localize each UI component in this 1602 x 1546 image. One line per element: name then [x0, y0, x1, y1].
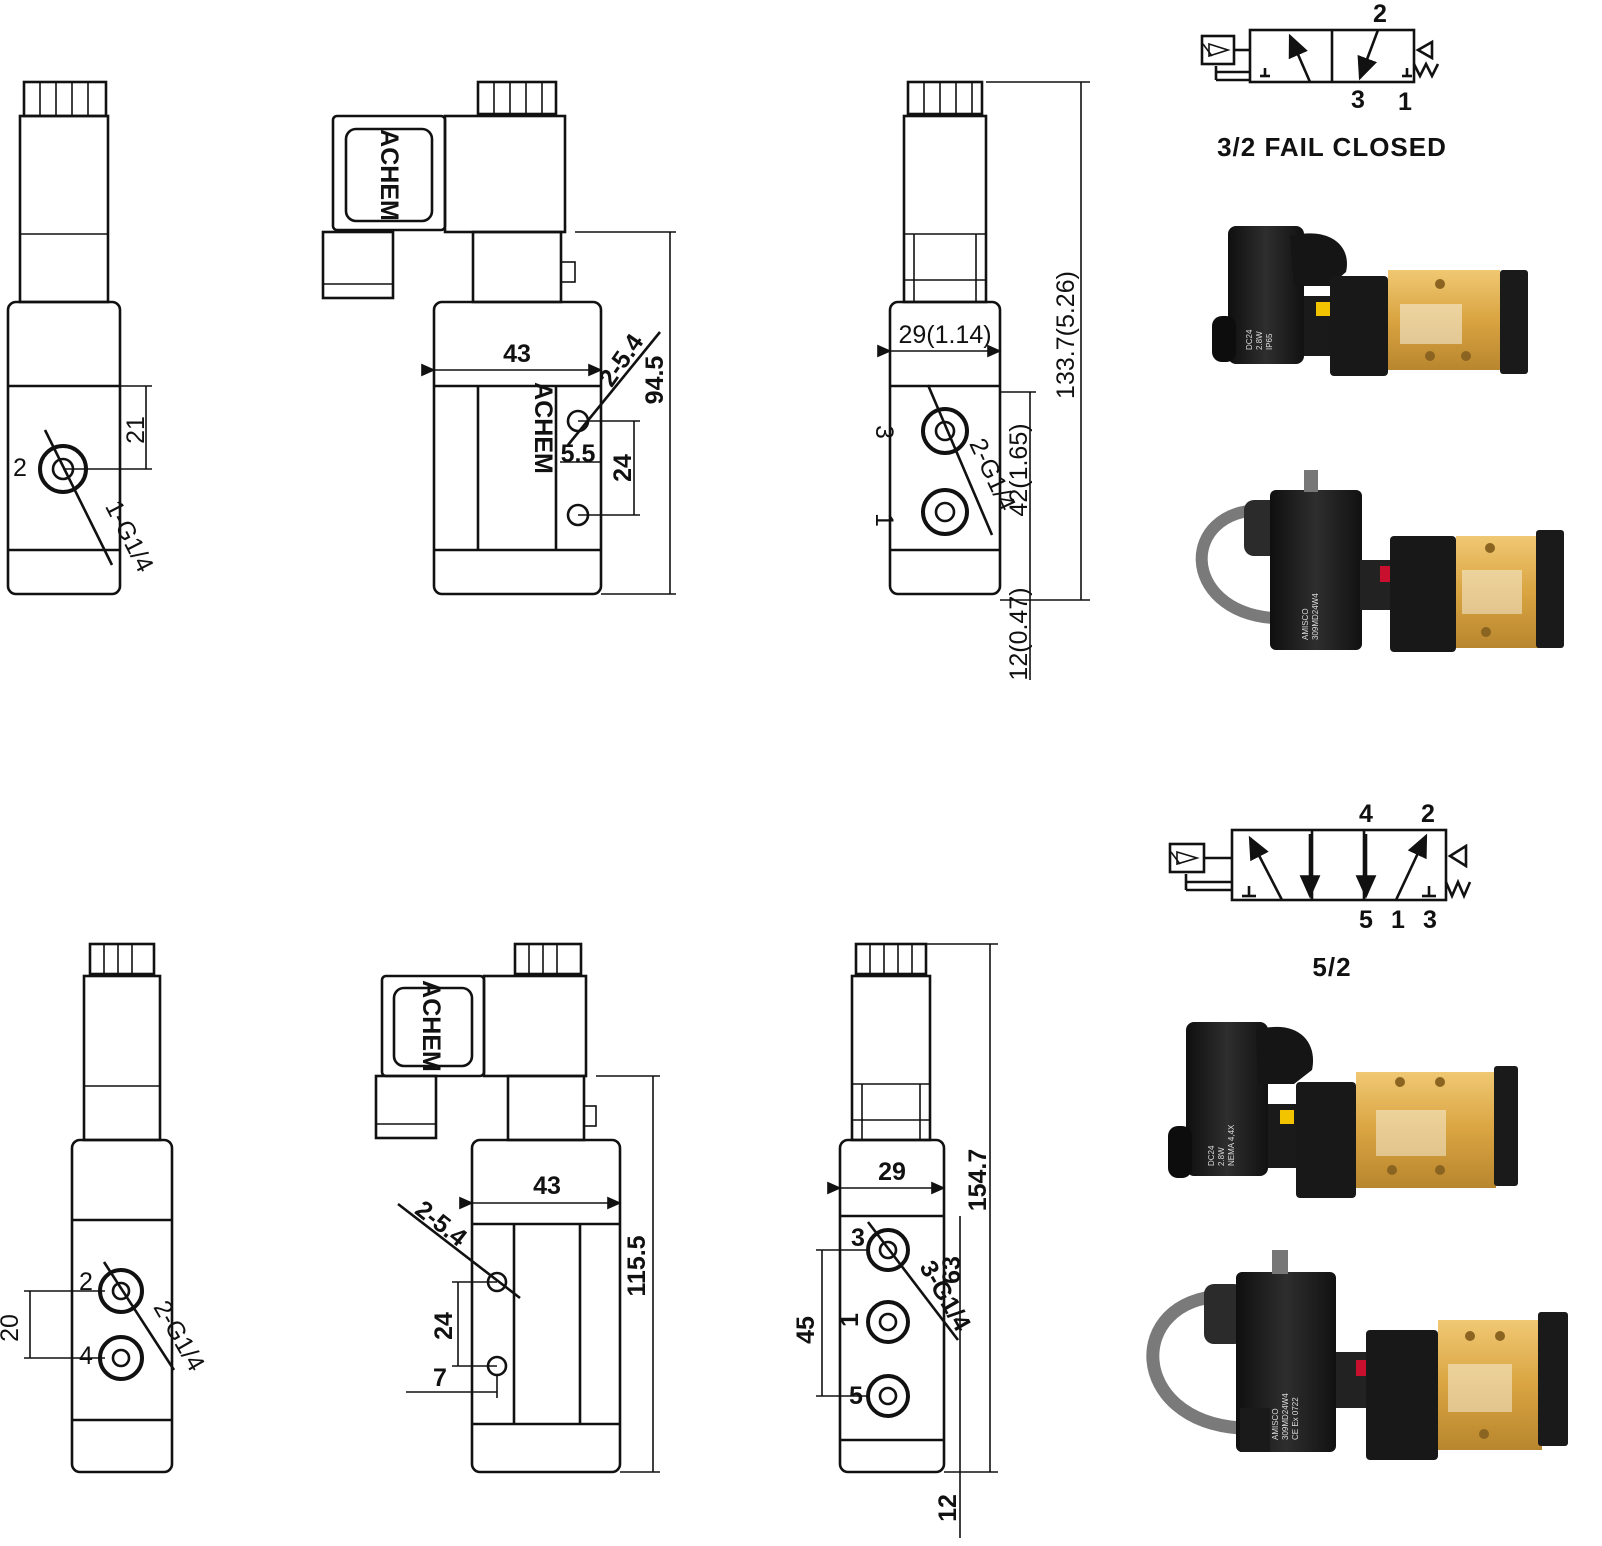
- top-port-label-a: 3: [870, 425, 898, 439]
- bottom-port-span-dim: 45: [792, 1316, 820, 1344]
- photo-a-label-1: DC24: [1245, 329, 1254, 350]
- bottom-port-label-1: 1: [836, 1313, 864, 1327]
- bottom-front-spacing-dim: 24: [430, 1312, 458, 1340]
- bottom-front-height-dim: 115.5: [623, 1235, 651, 1296]
- symbol-3-2-caption: 3/2 FAIL CLOSED: [1217, 132, 1447, 162]
- photo-d-label-3: CE Ex 0722: [1291, 1397, 1300, 1440]
- bottom-front-width-dim: 43: [533, 1172, 561, 1200]
- symbol-5-2-caption: 5/2: [1312, 952, 1351, 982]
- bottom-port-view: 29 3-G1/4 3 1 5 45 63 12 154.7: [792, 942, 998, 1538]
- bottom-port-label-3: 3: [851, 1224, 865, 1252]
- symbol-5-2: 4 2 5 1 3 5/2: [1168, 800, 1472, 982]
- symbol-5-2-port-3: 3: [1423, 906, 1437, 934]
- bottom-side-port-2: 2: [79, 1268, 93, 1296]
- top-side-port-label: 2: [13, 454, 27, 482]
- symbol-5-2-port-5: 5: [1359, 906, 1373, 934]
- symbol-5-2-port-1: 1: [1391, 906, 1405, 934]
- photo-a-label-3: IP65: [1265, 333, 1274, 350]
- photo-valve-5-2: DC24 2.8W NEMA 4,4X: [1168, 1022, 1518, 1198]
- bottom-side-thread-label: 2-G1/4: [148, 1296, 211, 1376]
- photo-valve-3-2-cable: AMISCO 309MD24W4: [1195, 470, 1564, 652]
- symbol-5-2-port-4: 4: [1359, 800, 1373, 828]
- top-front-offset-dim: 5.5: [561, 440, 596, 468]
- photo-c-label-2: 2.8W: [1217, 1147, 1226, 1166]
- top-side-height-dim: 21: [122, 416, 150, 444]
- bottom-front-holes-dim: 2-5.4: [410, 1195, 472, 1252]
- connector-logo: ACHEM: [375, 129, 403, 221]
- bottom-port-width-dim: 29: [878, 1158, 906, 1186]
- top-side-view: 21 2 1-G1/4: [6, 80, 159, 596]
- bottom-port-total-dim: 154.7: [964, 1149, 992, 1212]
- bottom-side-port-4: 4: [79, 1342, 93, 1370]
- top-port-total-dim: 133.7(5.26): [1052, 271, 1080, 399]
- top-front-spacing-dim: 24: [609, 454, 637, 482]
- bottom-front-offset-dim: 7: [433, 1364, 447, 1392]
- photo-d-label-2: 309MD24W4: [1281, 1393, 1290, 1440]
- photo-c-label-3: NEMA 4,4X: [1227, 1124, 1236, 1166]
- photo-valve-5-2-cable: AMISCO 309MD24W4 CE Ex 0722: [1146, 1250, 1568, 1460]
- photo-d-label-1: AMISCO: [1271, 1408, 1280, 1440]
- top-port-width-dim: 29(1.14): [898, 321, 991, 349]
- photo-b-label-2: 309MD24W4: [1311, 593, 1320, 640]
- top-port-bottom-dim: 12(0.47): [1005, 587, 1033, 680]
- bottom-connector-logo: ACHEM: [417, 980, 445, 1072]
- symbol-3-2-port-2: 2: [1373, 0, 1387, 28]
- top-side-thread-label: 1-G1/4: [99, 496, 159, 577]
- body-logo: ACHEM: [529, 382, 557, 474]
- symbol-3-2-port-3: 3: [1351, 86, 1365, 114]
- top-front-height-dim: 94.5: [641, 356, 669, 405]
- top-port-label-b: 1: [870, 513, 898, 527]
- symbol-3-2-port-1: 1: [1398, 88, 1412, 116]
- bottom-side-view: 20 2 4 2-G1/4: [0, 942, 211, 1474]
- photo-b-label-1: AMISCO: [1301, 608, 1310, 640]
- top-front-width-dim: 43: [503, 340, 531, 368]
- symbol-5-2-port-2: 2: [1421, 800, 1435, 828]
- photo-a-label-2: 2.8W: [1255, 331, 1264, 350]
- symbol-3-2: 2 3 1 3/2 FAIL CLOSED: [1200, 0, 1447, 162]
- photo-valve-3-2: DC24 2.8W IP65: [1212, 226, 1528, 376]
- photo-c-label-1: DC24: [1207, 1145, 1216, 1166]
- top-port-view: 29(1.14) 2-G1/4 3 1 42(1.65) 12(0.47) 13…: [870, 80, 1090, 681]
- top-port-pitch-dim: 42(1.65): [1005, 423, 1033, 516]
- bottom-front-view: ACHEM 43 2-5.4 24 7 115.5: [374, 942, 660, 1474]
- top-front-view: ACHEM 43 ACHEM 5.5 24 2-5.4 94.5: [321, 80, 676, 596]
- bottom-side-dim: 20: [0, 1314, 24, 1342]
- bottom-port-bottom-dim: 12: [934, 1494, 962, 1522]
- bottom-port-pitch-dim: 63: [938, 1256, 966, 1284]
